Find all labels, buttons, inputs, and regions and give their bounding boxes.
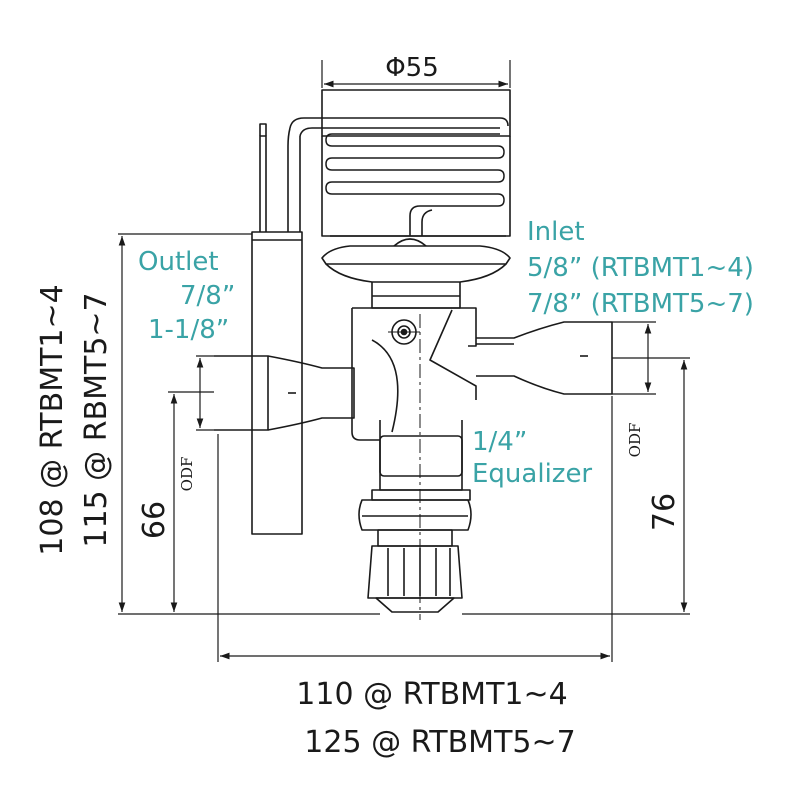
outlet-title: Outlet: [138, 247, 219, 277]
height-label-1: 108 @ RTBMT1~4: [35, 284, 70, 555]
equalizer-size: 1/4”: [472, 427, 527, 457]
outlet-pipe: [214, 355, 355, 431]
outlet-height-label: 66: [137, 501, 172, 539]
valve-body: [214, 89, 613, 620]
odf-left-label: ODF: [178, 457, 196, 492]
equalizer-fitting: [358, 489, 472, 613]
sensing-bulb: [251, 123, 303, 535]
width-label-1: 110 @ RTBMT1~4: [296, 677, 567, 712]
odf-right-label: ODF: [626, 423, 644, 458]
inlet-size-1: 5/8” (RTBMT1~4): [527, 253, 754, 283]
inlet-height-label: 76: [647, 493, 682, 531]
dimension-lines: [118, 60, 690, 662]
power-head: [287, 89, 511, 283]
valve-housing: [351, 282, 477, 491]
capillary-coil: [325, 133, 505, 207]
outlet-size-1: 7/8”: [180, 281, 235, 311]
inlet-size-2: 7/8” (RTBMT5~7): [527, 289, 754, 319]
equalizer-title: Equalizer: [472, 459, 592, 489]
outlet-size-2: 1-1/8”: [148, 315, 229, 345]
height-label-2: 115 @ RBMT5~7: [79, 292, 114, 547]
diameter-label: Φ55: [385, 53, 439, 83]
width-label-2: 125 @ RTBMT5~7: [304, 725, 575, 760]
inlet-pipe: [476, 321, 613, 395]
inlet-title: Inlet: [527, 217, 585, 247]
